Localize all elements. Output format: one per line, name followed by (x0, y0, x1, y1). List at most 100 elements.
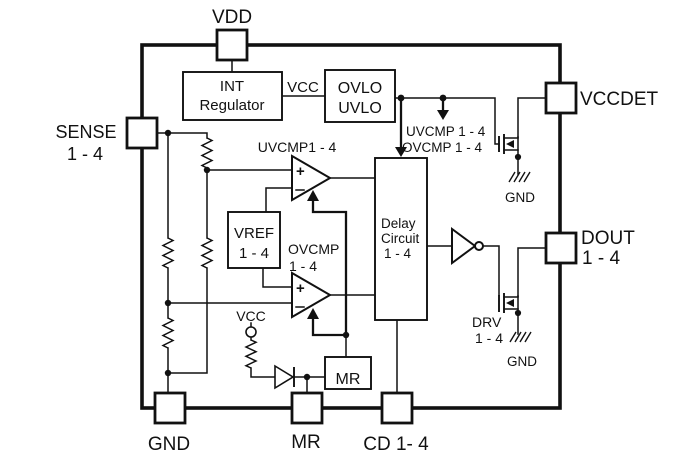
arrow-ovlo-to-delay-head (395, 147, 407, 157)
pin-sense: SENSE 1 - 4 (55, 116, 159, 164)
delay-label-2: Circuit (381, 231, 420, 246)
arrow-mr-to-ovcmp-head (307, 308, 319, 319)
diode-triangle (274, 364, 295, 390)
vcc-internal-label: VCC (287, 79, 319, 96)
inverter-bubble (474, 241, 484, 251)
gnd-symbol-drv (509, 331, 532, 343)
arrow-mr-to-uvcmp-shaft (311, 201, 348, 335)
junction-dot (439, 94, 447, 102)
junction-dot (514, 309, 522, 317)
pin-gnd: GND (148, 391, 190, 455)
ovcmp-title-1: OVCMP (288, 241, 339, 257)
inverter-triangle (451, 227, 477, 265)
resistor-mr-pullup (244, 339, 258, 369)
drv-fet-body-arrow (506, 299, 514, 307)
uvcmp-triangle (291, 154, 332, 202)
signal-arrows (307, 98, 449, 337)
wire-inverter-to-drv-gate (482, 245, 500, 296)
vdd-pin-box (215, 28, 249, 62)
wire-dout-drain (517, 247, 547, 297)
vccdet-pin-box (544, 81, 578, 115)
junction-dot (164, 129, 172, 137)
block-vref: VREF 1 - 4 (227, 211, 281, 269)
ovcmp-triangle (291, 271, 332, 319)
junction-dot (342, 331, 350, 339)
int-regulator-box (182, 71, 283, 121)
gnd-label-vccdet-fet: GND (505, 190, 535, 205)
junction-dot (303, 373, 311, 381)
gnd-pin-box (153, 391, 187, 425)
delay-circuit-box (374, 157, 428, 321)
vref-box (227, 211, 281, 269)
junction-dot (203, 166, 211, 174)
uvcmp-title: UVCMP1 - 4 (258, 139, 337, 155)
arrow-mr-to-uvcmp-head (307, 190, 319, 201)
ovcmp-plus-sign: + (296, 280, 305, 297)
wire-vccdet-drain (517, 97, 547, 138)
resistor-left-2 (161, 317, 175, 349)
pin-vdd: VDD (212, 7, 252, 62)
resistor-right-1 (200, 237, 214, 269)
vcc-node-circle (245, 326, 257, 338)
wire-vref-to-ovcmp-plus (262, 267, 293, 288)
net-labels: VCC UVCMP 1 - 4 OVCMP 1 - 4 (287, 79, 486, 155)
vccdet-pin-label: VCCDET (580, 89, 659, 110)
junction-dot (514, 153, 522, 161)
delay-label-3: 1 - 4 (384, 246, 412, 261)
vcc-pullup-label: VCC (236, 308, 266, 324)
junction-dot (164, 299, 172, 307)
uvcmp-bus-label: UVCMP 1 - 4 (406, 124, 486, 139)
wire-pullup-to-diode (250, 367, 276, 378)
block-int-regulator: INT Regulator (182, 71, 283, 121)
junction-dot (397, 94, 405, 102)
cd-pin-box (380, 391, 414, 425)
vdd-pin-label: VDD (212, 7, 252, 28)
wires (156, 59, 547, 394)
resistor-top-tap (200, 137, 214, 169)
resistor-left-1 (161, 237, 175, 269)
sense-pin-label: SENSE (55, 122, 116, 142)
mr-pullup: VCC (236, 308, 295, 390)
arrow-ovlo-to-cmp-head (437, 110, 449, 120)
dout-pin-box (544, 231, 578, 265)
drv-fet: DRV 1 - 4 GND (472, 293, 537, 369)
drv-label-2: 1 - 4 (475, 330, 503, 346)
cd-pin-label: CD 1- 4 (363, 434, 429, 455)
gnd-label-drv-fet: GND (507, 354, 537, 369)
sense-pin-box (125, 116, 159, 150)
vccdet-fet: GND (498, 134, 535, 205)
mr-pin-label: MR (291, 432, 321, 453)
resistors (161, 137, 258, 369)
int-regulator-label-1: INT (220, 78, 244, 95)
delay-label-1: Delay (381, 216, 416, 231)
int-regulator-label-2: Regulator (199, 97, 264, 114)
dout-pin-label: DOUT (581, 228, 635, 249)
pin-mr: MR (290, 391, 324, 453)
vref-label-2: 1 - 4 (239, 245, 269, 262)
wire-tap-to-uvcmp-plus (206, 167, 293, 171)
chip-outline (140, 43, 562, 410)
gnd-symbol-vccdet (508, 171, 531, 183)
vref-label-1: VREF (234, 225, 274, 242)
drv-label-1: DRV (472, 314, 502, 330)
vccdet-fet-body-arrow (506, 140, 514, 148)
uvlo-label: UVLO (338, 100, 382, 117)
ovlo-label: OVLO (338, 80, 382, 97)
pin-dout: DOUT 1 - 4 (544, 228, 635, 269)
inverter (451, 227, 484, 265)
mr-block-label: MR (336, 371, 361, 388)
wire-uvcmp-minus-to-vref (265, 187, 293, 213)
uvcmp-plus-sign: + (296, 163, 305, 180)
comparator-uvcmp: + UVCMP1 - 4 (258, 139, 337, 202)
comparator-ovcmp: + OVCMP 1 - 4 (288, 241, 339, 319)
junction-dot (164, 369, 172, 377)
block-delay-circuit: Delay Circuit 1 - 4 (374, 157, 428, 321)
ovlo-uvlo-box (324, 69, 396, 123)
junction-dots (164, 94, 447, 381)
ovcmp-bus-label: OVCMP 1 - 4 (402, 140, 483, 155)
sense-pin-range: 1 - 4 (67, 144, 103, 164)
ovcmp-title-2: 1 - 4 (289, 258, 317, 274)
gnd-pin-label: GND (148, 434, 190, 455)
